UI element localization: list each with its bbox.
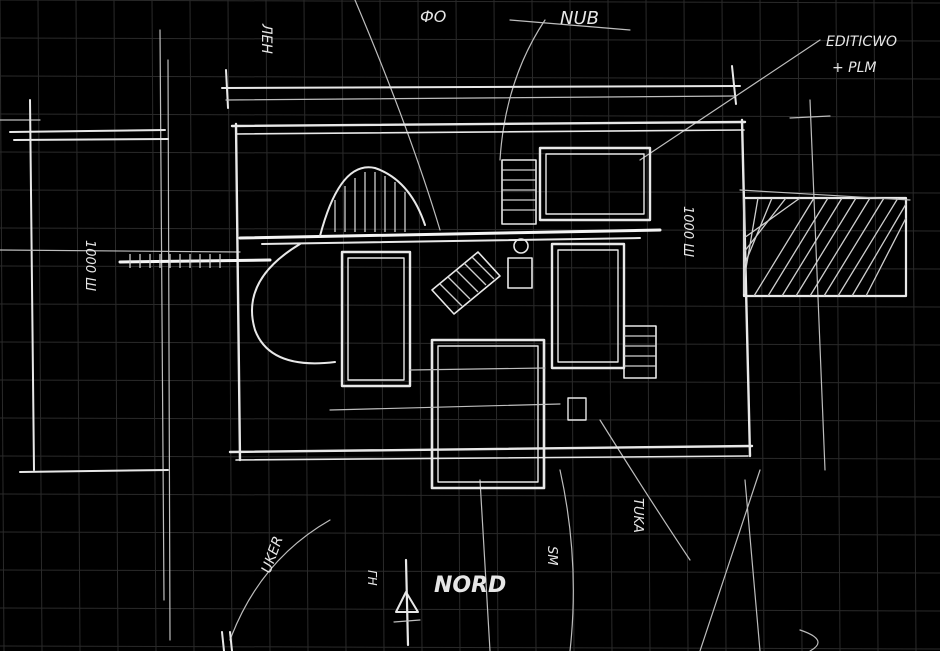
left-elevation	[0, 99, 241, 473]
label-bottom-mid: SM	[544, 546, 559, 565]
site-boundary	[228, 118, 754, 462]
corner-marks	[221, 629, 819, 651]
top-dimension	[221, 65, 741, 109]
label-top-center-small: ФО	[420, 7, 446, 26]
label-bottom-left: UKER	[259, 534, 287, 575]
label-top-left: ЛЕН	[258, 23, 274, 54]
label-top-right-1: EDITICWO	[826, 34, 897, 50]
construction-lines	[0, 0, 831, 651]
label-top-right-2: + PLM	[832, 60, 877, 76]
label-bottom-small: ГН	[365, 570, 379, 586]
right-hatched-block	[739, 189, 911, 298]
curved-canopy	[251, 166, 426, 365]
label-right-dim: 1000 Ш	[680, 206, 695, 257]
stairs	[431, 159, 657, 421]
label-bottom-right: TUKA	[630, 498, 645, 533]
north-arrow	[393, 558, 421, 647]
label-left-dim: 1000 Ш	[82, 240, 97, 291]
label-top-mid: NUB	[560, 8, 599, 29]
label-north: NORD	[434, 573, 506, 598]
building-volumes	[329, 146, 652, 490]
main-axis	[118, 228, 662, 268]
